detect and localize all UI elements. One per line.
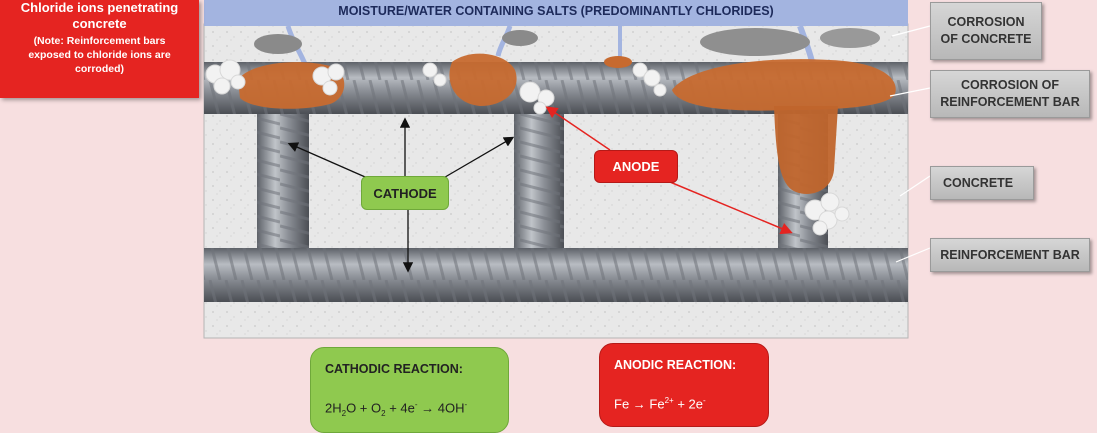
chloride-note-3: corroded) xyxy=(74,63,124,75)
chloride-title-2: concrete xyxy=(72,16,127,31)
rust-patch xyxy=(449,53,517,106)
label-corrosion-of-concrete: CORROSION OF CONCRETE xyxy=(930,2,1042,60)
chloride-callout: Chloride ions penetrating concrete (Note… xyxy=(0,0,199,98)
chloride-note-2: exposed to chloride ions are xyxy=(28,49,171,61)
label-concrete: CONCRETE xyxy=(930,166,1034,200)
concrete-corrosion xyxy=(502,30,538,46)
label-reinforcement-bar: REINFORCEMENT BAR xyxy=(930,238,1090,272)
concrete-corrosion xyxy=(254,34,302,54)
label-text: CONCRETE xyxy=(943,175,1014,190)
anode-arrow xyxy=(669,181,793,235)
water-seep xyxy=(495,25,513,57)
label-text: OF CONCRETE xyxy=(940,32,1032,46)
label-text: CORROSION xyxy=(947,15,1025,29)
water-banner-label: MOISTURE/WATER CONTAINING SALTS (PREDOMI… xyxy=(338,4,774,18)
anodic-equation: Fe → Fe2+ + 2e- xyxy=(614,396,706,412)
cathodic-equation: 2H2O + O2 + 4e- → 4OH- xyxy=(325,400,468,418)
anodic-reaction-title: ANODIC REACTION: xyxy=(614,358,737,372)
chloride-note-1: (Note: Reinforcement bars xyxy=(33,35,166,47)
cathode-arrow xyxy=(287,142,373,181)
label-text: REINFORCEMENT BAR xyxy=(940,95,1080,109)
label-pointer xyxy=(889,87,931,97)
rust-patch xyxy=(774,106,838,194)
rust-patch xyxy=(672,59,896,111)
cathodic-reaction-box: CATHODIC REACTION: 2H2O + O2 + 4e- → 4OH… xyxy=(310,347,509,433)
label-pointer xyxy=(891,25,931,37)
cathode-arrow xyxy=(439,136,515,181)
label-pointer xyxy=(895,247,931,263)
rust-patch xyxy=(604,56,632,68)
label-text: CORROSION OF xyxy=(961,78,1059,92)
anode-arrow xyxy=(545,106,611,151)
label-pointer xyxy=(899,175,931,197)
label-text: REINFORCEMENT BAR xyxy=(940,247,1080,262)
anode-tag: ANODE xyxy=(594,150,678,183)
chloride-title-1: Chloride ions penetrating xyxy=(20,0,179,15)
concrete-corrosion xyxy=(820,28,880,48)
water-layer xyxy=(204,0,908,26)
concrete-corrosion xyxy=(700,28,810,56)
anodic-reaction-box: ANODIC REACTION: Fe → Fe2+ + 2e- xyxy=(599,343,769,427)
cathode-tag: CATHODE xyxy=(361,176,449,210)
cathodic-reaction-title: CATHODIC REACTION: xyxy=(325,362,463,376)
label-corrosion-of-bar: CORROSION OF REINFORCEMENT BAR xyxy=(930,70,1090,118)
